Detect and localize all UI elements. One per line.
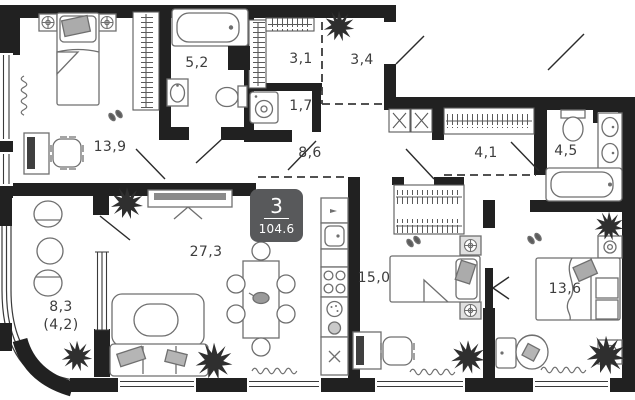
open-boundaries (258, 22, 536, 178)
living-kitchen-furniture (109, 189, 349, 377)
laundry-fixtures (249, 91, 279, 124)
room-area-label-laundry: 1,7 (289, 98, 313, 114)
room-area-label-wardrobe: 3,1 (289, 51, 313, 67)
room-area-label-balcony-reduced: (4,2) (43, 317, 79, 333)
doors (99, 33, 585, 308)
room-area-label-entry: 3,4 (350, 52, 374, 68)
room-area-label-bathroom-1: 5,2 (185, 55, 209, 71)
bedroom-3-furniture (495, 231, 623, 370)
room-area-label-living: 27,3 (189, 244, 223, 260)
bedroom-1-furniture (23, 12, 125, 175)
bedroom-2-furniture (352, 234, 482, 370)
rooms-count: 3 (264, 196, 289, 219)
apartment-badge: 3 104.6 (250, 189, 303, 242)
exterior-walls (0, 5, 635, 397)
room-area-label-bathroom-2: 4,5 (554, 143, 578, 159)
room-area-label-dressing: 4,1 (474, 145, 498, 161)
room-area-label-bedroom-3: 13,6 (548, 281, 582, 297)
room-area-label-balcony: 8,3 (49, 299, 73, 315)
room-area-label-bedroom-2: 15,0 (357, 270, 391, 286)
room-area-label-bedroom-1: 13,9 (93, 139, 127, 155)
bathroom-1-fixtures (166, 8, 250, 108)
wardrobes (132, 11, 535, 235)
bathroom-2-fixtures (545, 109, 623, 202)
balcony-furniture (33, 200, 64, 297)
windows (0, 53, 610, 392)
room-area-label-corridor: 8,6 (298, 145, 322, 161)
total-area: 104.6 (258, 221, 295, 236)
